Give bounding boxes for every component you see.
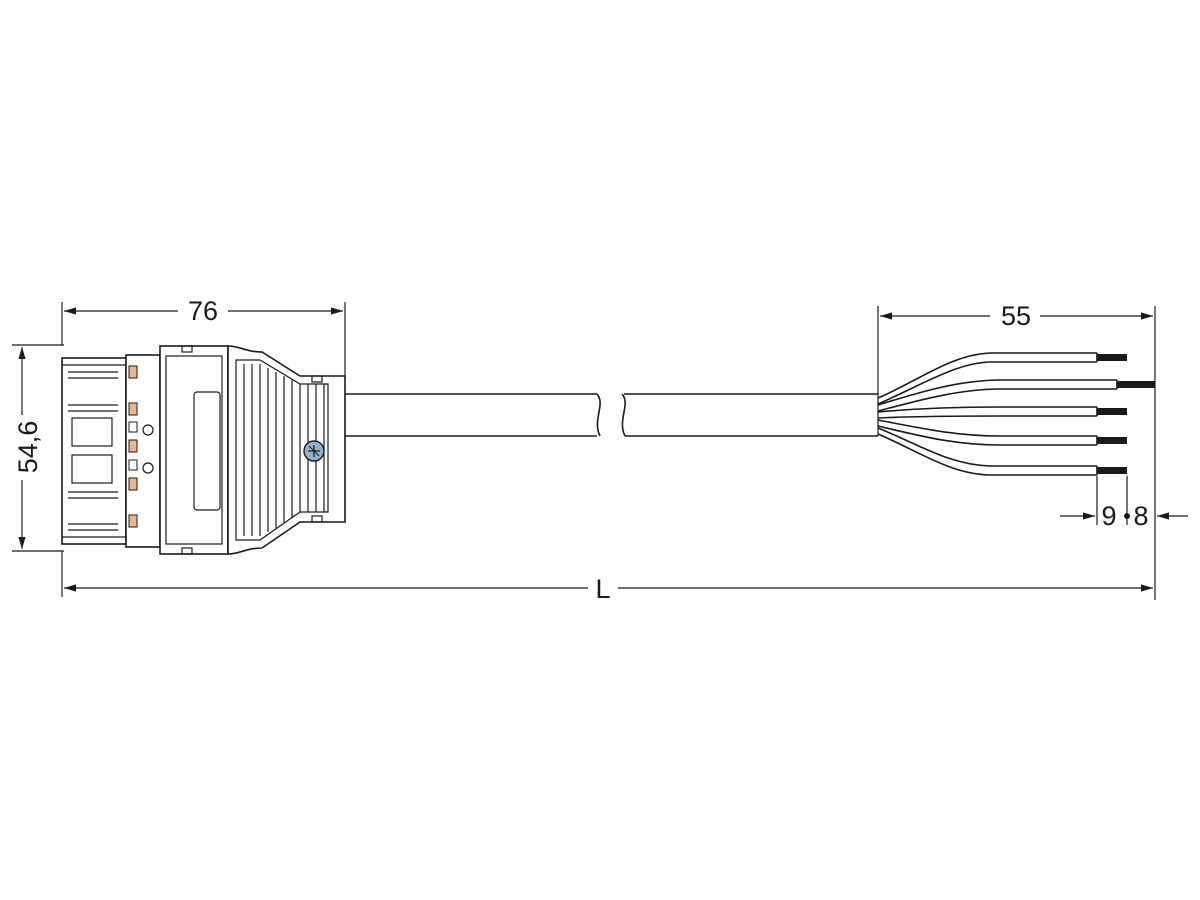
dimension-8-label: 8 bbox=[1133, 501, 1148, 531]
dimension-55-label: 55 bbox=[1001, 301, 1031, 331]
coding-hole-icon bbox=[142, 424, 154, 436]
contact-pins bbox=[128, 365, 138, 528]
cable bbox=[345, 393, 879, 437]
dimension-l: L bbox=[61, 551, 1153, 604]
connector-housing bbox=[61, 345, 346, 555]
dimension-wire-ends: 9 8 bbox=[1060, 476, 1188, 531]
screw-icon bbox=[303, 440, 325, 462]
coding-hole-icon bbox=[142, 462, 154, 474]
dimension-54-6: 54,6 bbox=[12, 344, 64, 552]
dimension-76: 76 bbox=[61, 296, 346, 380]
dimension-54-6-label: 54,6 bbox=[13, 421, 43, 474]
dimension-l-label: L bbox=[595, 574, 610, 604]
conductors bbox=[877, 352, 1155, 476]
dimension-9-label: 9 bbox=[1101, 501, 1116, 531]
dimension-76-label: 76 bbox=[188, 296, 218, 326]
dimension-55: 55 bbox=[877, 301, 1156, 600]
